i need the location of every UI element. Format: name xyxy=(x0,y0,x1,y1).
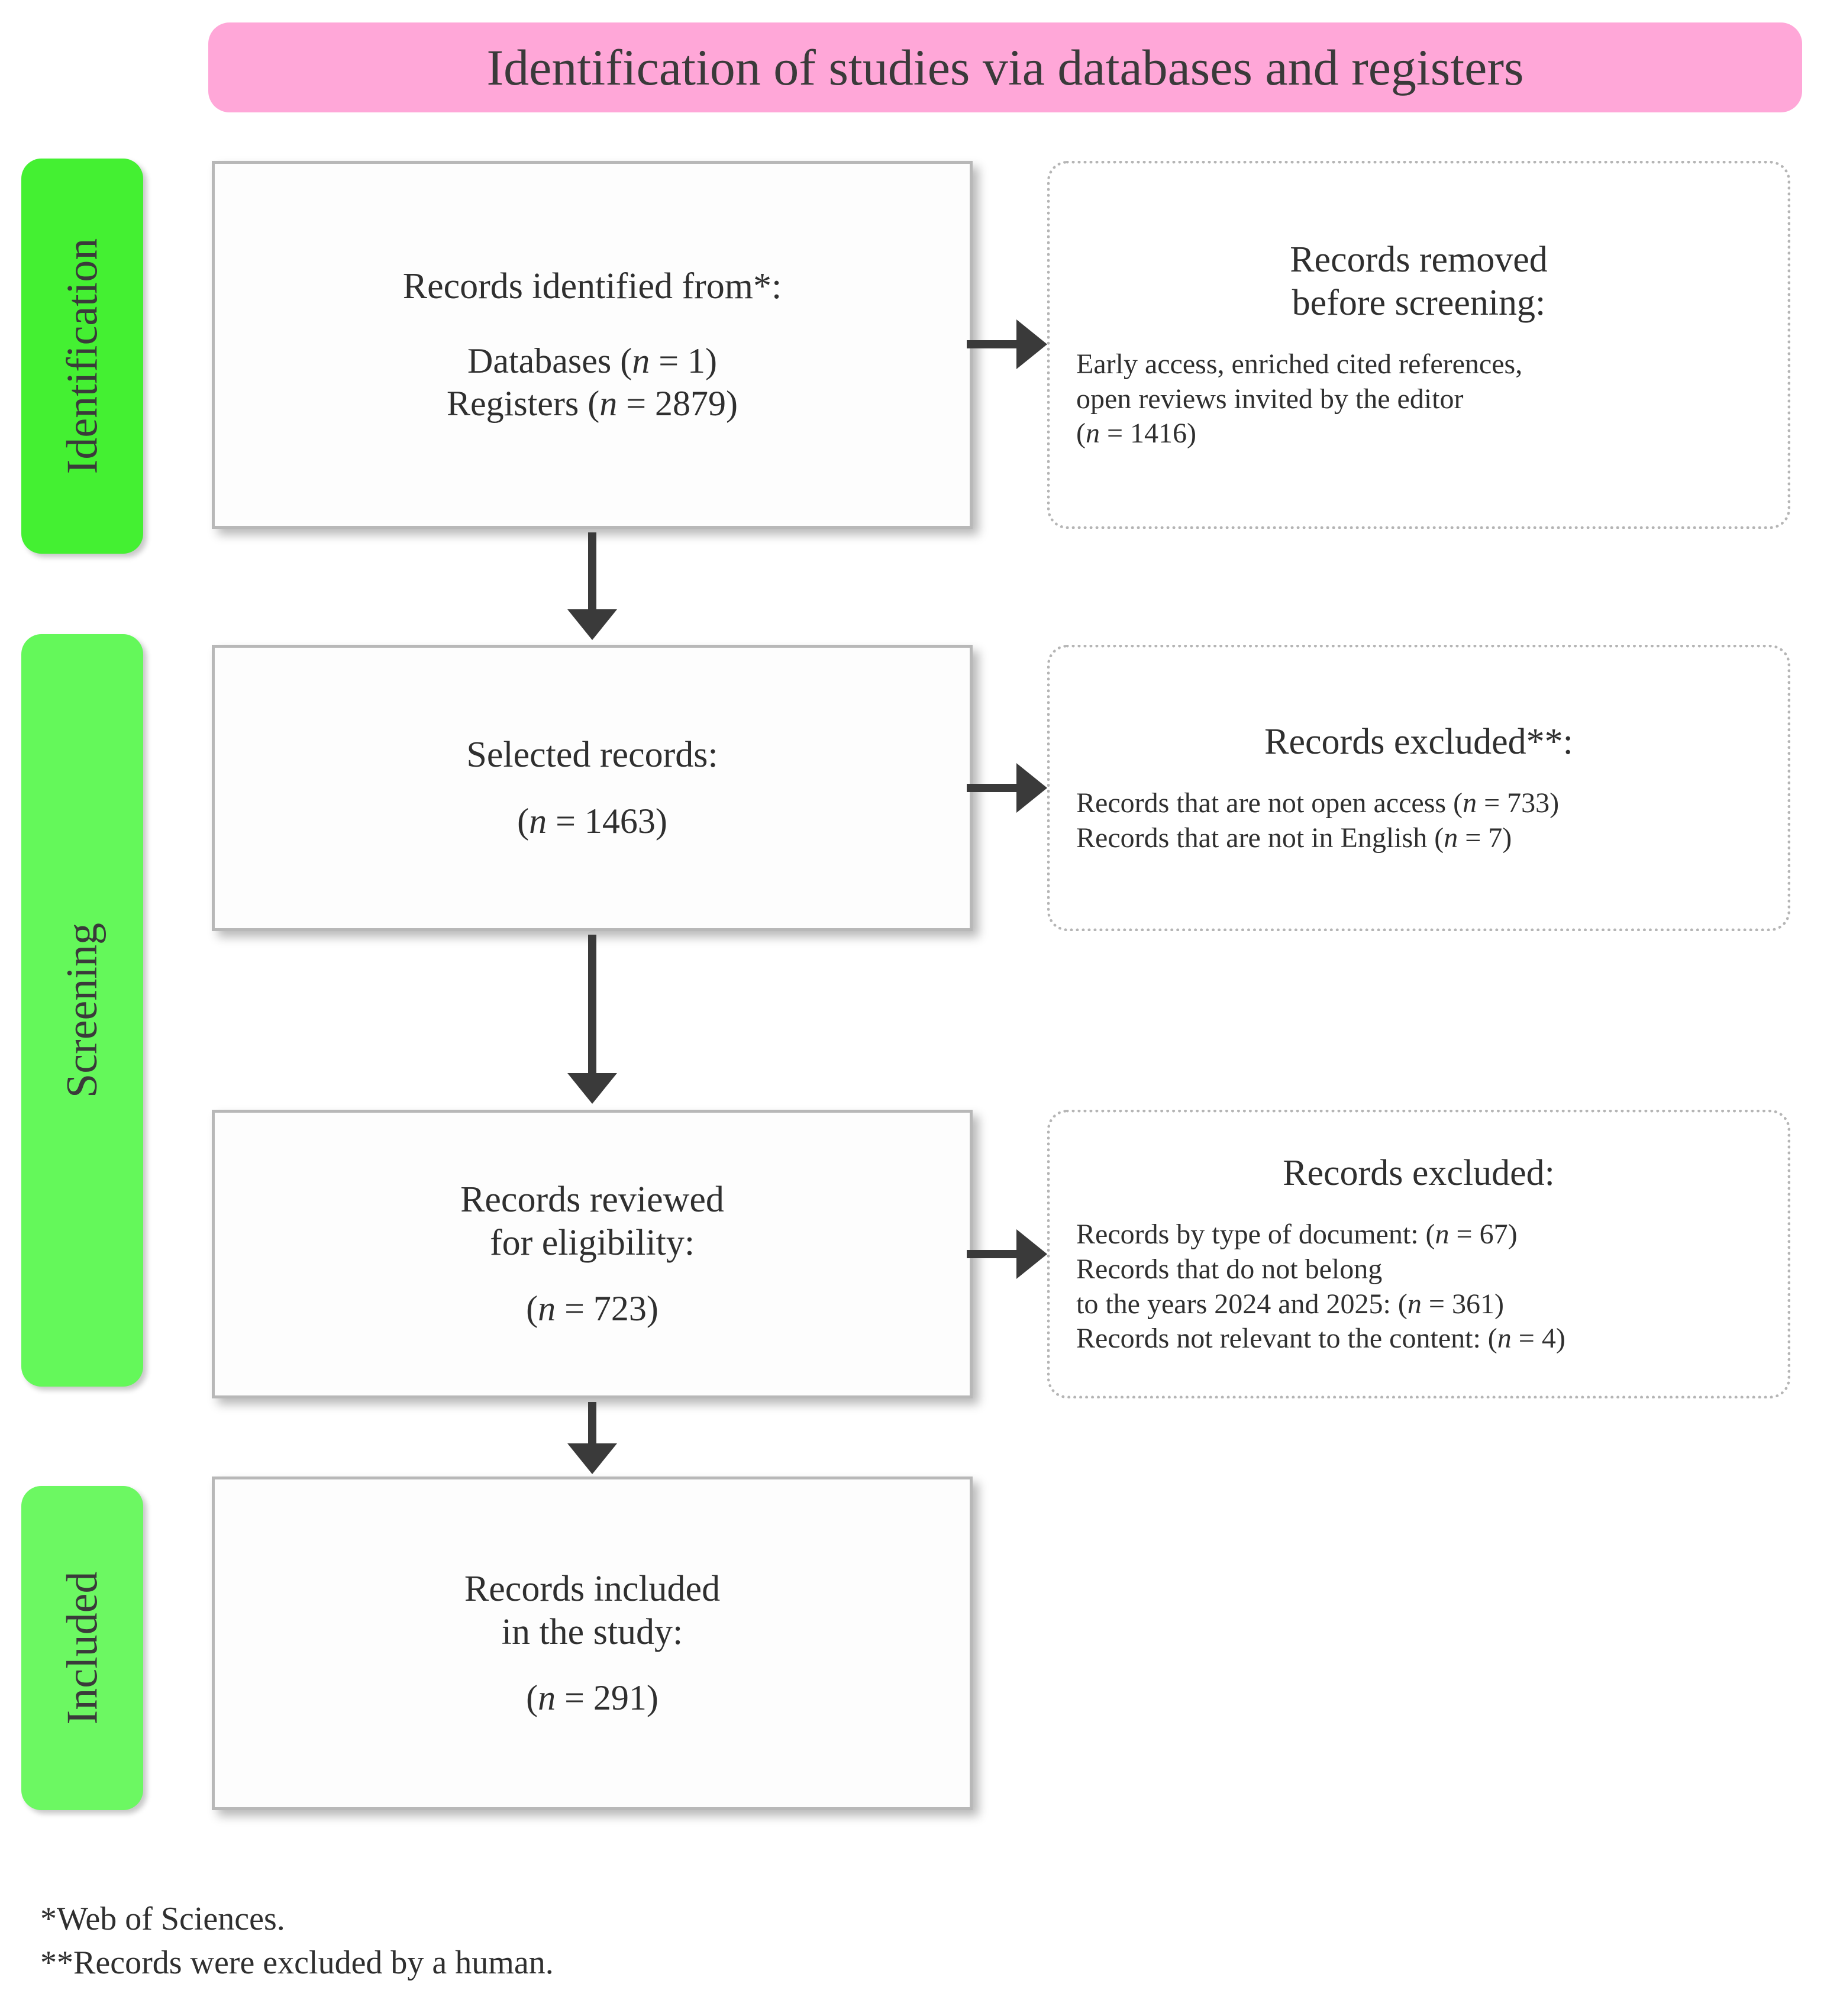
node-records-excluded-eligibility-item-1: Records by type of document: (n = 67) xyxy=(1076,1219,1518,1251)
diagram-title-banner: Identification of studies via databases … xyxy=(208,22,1802,112)
stage-label-screening-text: Screening xyxy=(58,923,106,1098)
node-records-identified: Records identified from*: Databases (n =… xyxy=(212,161,973,529)
stage-label-screening: Screening xyxy=(21,634,143,1387)
node-records-removed-count: (n = 1416) xyxy=(1076,418,1197,450)
node-records-identified-registers: Registers (n = 2879) xyxy=(446,383,738,423)
footnote-2: **Records were excluded by a human. xyxy=(40,1944,554,1981)
page-title: Identification of studies via databases … xyxy=(486,39,1524,96)
node-records-removed: Records removed before screening: Early … xyxy=(1047,161,1790,529)
stage-label-included-text: Included xyxy=(58,1571,106,1725)
node-records-removed-heading: Records removed before screening: xyxy=(1290,240,1548,324)
node-records-excluded-screening-heading: Records excluded**: xyxy=(1264,721,1573,762)
node-records-reviewed: Records reviewed for eligibility: (n = 7… xyxy=(212,1110,973,1398)
arrow-identified-to-selected xyxy=(588,532,596,613)
node-records-excluded-screening-item-2: Records that are not in English (n = 7) xyxy=(1076,822,1512,854)
node-selected-records-heading: Selected records: xyxy=(466,735,718,776)
stage-label-identification: Identification xyxy=(21,159,143,554)
stage-label-included: Included xyxy=(21,1486,143,1810)
arrow-selected-to-reviewed xyxy=(588,935,596,1077)
node-records-identified-heading: Records identified from*: xyxy=(402,266,782,307)
node-records-included-count: (n = 291) xyxy=(526,1678,658,1718)
node-records-identified-databases: Databases (n = 1) xyxy=(467,341,718,380)
node-records-excluded-screening-item-1: Records that are not open access (n = 73… xyxy=(1076,787,1560,819)
arrow-reviewed-to-excluded xyxy=(967,1250,1016,1258)
node-records-reviewed-count: (n = 723) xyxy=(526,1289,658,1329)
node-selected-records-count: (n = 1463) xyxy=(517,801,667,841)
node-selected-records: Selected records: (n = 1463) xyxy=(212,645,973,931)
node-records-reviewed-heading: Records reviewed for eligibility: xyxy=(460,1179,724,1263)
node-records-excluded-eligibility-item-3: Records not relevant to the content: (n … xyxy=(1076,1323,1565,1355)
node-records-excluded-screening: Records excluded**: Records that are not… xyxy=(1047,645,1790,931)
node-records-included: Records included in the study: (n = 291) xyxy=(212,1477,973,1810)
arrow-identified-to-removed xyxy=(967,340,1016,348)
arrow-selected-to-excluded xyxy=(967,784,1016,792)
node-records-excluded-eligibility-heading: Records excluded: xyxy=(1283,1153,1555,1194)
node-records-removed-detail: Early access, enriched cited references,… xyxy=(1076,348,1523,415)
footnotes: *Web of Sciences. **Records were exclude… xyxy=(40,1898,554,1985)
node-records-excluded-eligibility: Records excluded: Records by type of doc… xyxy=(1047,1110,1790,1398)
footnote-1: *Web of Sciences. xyxy=(40,1901,285,1937)
node-records-included-heading: Records included in the study: xyxy=(464,1568,721,1652)
arrow-reviewed-to-included xyxy=(588,1402,596,1447)
stage-label-identification-text: Identification xyxy=(58,238,106,474)
node-records-excluded-eligibility-item-2: Records that do not belong to the years … xyxy=(1076,1253,1504,1320)
